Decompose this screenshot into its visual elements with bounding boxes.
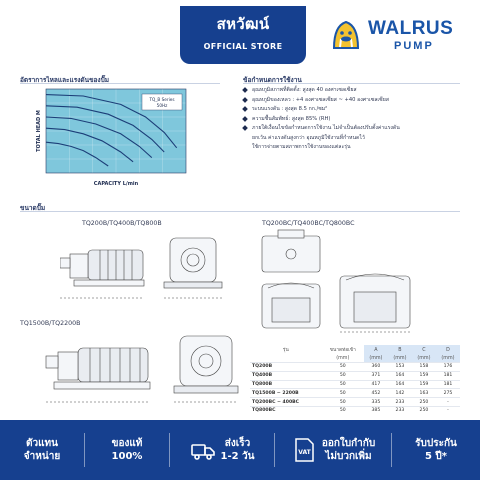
store-name: สหวัฒน์ — [216, 15, 270, 33]
spec-item: ระบบแรงดัน : สูงสุด 8.5 กก./ซม² — [242, 105, 458, 115]
dimensions-section-title: ขนาดปั๊ม — [20, 204, 46, 212]
bullet-icon — [242, 125, 248, 131]
plot-frame — [45, 88, 187, 174]
dimensions-table: รุ่น ขนาดท่อเข้า A B C D (mm) (mm) (mm) … — [250, 345, 460, 415]
table-header-row: รุ่น ขนาดท่อเข้า A B C D — [250, 345, 460, 355]
spec-item: อุณหภูมิของเหลว : +4 องศาเซลเซียส ~ +40 … — [242, 96, 458, 106]
store-subtitle: OFFICIAL STORE — [203, 42, 283, 51]
y-axis-label: TOTAL HEAD M — [36, 110, 42, 152]
brand-sub: PUMP — [394, 40, 434, 52]
table-unit: (mm) — [363, 355, 388, 363]
feature-authorized-dealer: ตัวแทน จำหน่าย — [23, 438, 61, 462]
spec-list: อุณหภูมิสภาพที่ติดตั้ง: สูงสุด 40 องศาเซ… — [242, 86, 458, 153]
legend-box — [141, 93, 183, 111]
x-axis-label: CAPACITY L/min — [94, 181, 139, 187]
pump-drawing-large — [45, 335, 239, 403]
divider — [169, 433, 170, 467]
legend-text: 50Hz — [157, 103, 168, 108]
bullet-icon — [242, 96, 248, 103]
bullet-icon — [242, 115, 248, 122]
legend-text: TQ_B Series — [148, 97, 174, 102]
feature-tax-invoice: VAT ออกใบกำกับ ไม่บวกเพิ่ม — [275, 430, 391, 470]
model-label-top-left: TQ200B/TQ400B/TQ800B — [82, 220, 162, 227]
brand-name: WALRUS — [368, 18, 454, 39]
store-badge[interactable]: สหวัฒน์ OFFICIAL STORE — [180, 6, 306, 64]
vat-invoice-icon: VAT — [295, 438, 314, 462]
table-unit — [250, 355, 322, 363]
divider — [274, 433, 275, 467]
divider — [243, 83, 460, 84]
feature-warranty: รับประกัน 5 ปี* — [415, 438, 457, 462]
table-header: ขนาดท่อเข้า — [329, 348, 356, 353]
feature-fast-shipping: ส่งเร็ว 1-2 วัน — [170, 430, 274, 470]
series-line — [45, 105, 165, 153]
table-header: รุ่น — [282, 348, 289, 353]
table-unit: (mm) — [435, 355, 460, 363]
table-unit: (mm) — [387, 355, 412, 363]
specs-section-title: ข้อกำหนดการใช้งาน — [243, 76, 302, 84]
walrus-mark-icon — [332, 20, 360, 49]
divider — [20, 83, 220, 84]
divider — [391, 433, 392, 467]
divider — [20, 211, 460, 212]
model-label-top-right: TQ200BC/TQ400BC/TQ800BC — [262, 220, 355, 227]
spec-item-cont: ใช้การจ่ายตามสภาพการใช้งานของแต่ละรุ่น — [252, 144, 351, 150]
bullet-icon — [242, 87, 248, 93]
spec-item-cont: ยกเว้น ค่าแรงดันสูงกว่า อุณหภูมิใช้งานที… — [252, 134, 365, 141]
brand-logo: WALRUS PUMP — [330, 16, 460, 60]
table-unit: (mm) — [411, 355, 436, 363]
curve-section-title: อัตราการไหลและแรงดันของปั๊ม — [20, 76, 109, 84]
footer-benefits-bar: ตัวแทน จำหน่าย ของแท้ 100% ส่งเร็ว — [0, 420, 480, 480]
table-header: B — [387, 345, 412, 355]
table-header: D — [435, 345, 460, 355]
spec-item: อุณหภูมิสภาพที่ติดตั้ง: สูงสุด 40 องศาเซ… — [242, 86, 458, 96]
bullet-icon — [242, 106, 248, 112]
divider — [84, 433, 85, 467]
series-line — [45, 141, 109, 167]
feature-genuine: ของแท้ 100% — [111, 438, 143, 462]
table-header: C — [411, 345, 436, 355]
truck-icon — [190, 444, 215, 460]
spec-item: ภายใต้เงื่อนไขข้อกำหนดการใช้งาน ไม่จำเป็… — [242, 124, 458, 134]
pump-cover-drawing — [261, 229, 411, 333]
table-units-row: (mm) (mm) (mm) (mm) (mm) — [250, 355, 460, 363]
spec-item: ความชื้นสัมพัทธ์: สูงสุด 85% (RH) — [242, 115, 458, 125]
series-line — [45, 127, 134, 163]
vat-label: VAT — [298, 449, 311, 456]
series-line — [45, 116, 153, 159]
series-line — [45, 94, 178, 149]
table-unit: (mm) — [336, 356, 350, 361]
table-header: A — [363, 345, 388, 355]
model-label-bottom-left: TQ1500B/TQ2200B — [20, 320, 81, 327]
pump-drawing-small — [60, 237, 223, 299]
